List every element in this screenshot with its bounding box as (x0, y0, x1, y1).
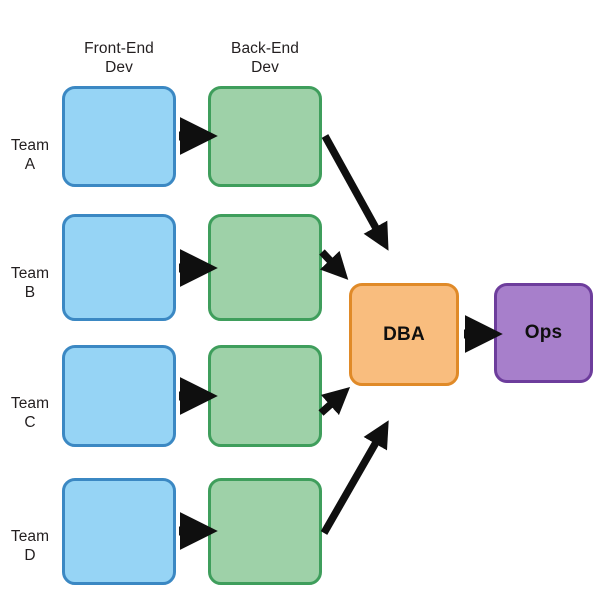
node-frontend-c[interactable] (62, 345, 176, 447)
node-backend-d[interactable] (208, 478, 322, 585)
node-frontend-b[interactable] (62, 214, 176, 321)
node-ops[interactable]: Ops (494, 283, 593, 383)
column-header-label: Back-End Dev (231, 40, 299, 76)
row-label-team-c: Team C (2, 375, 58, 432)
arrow-backend-a-to-dba (321, 134, 389, 251)
node-frontend-a[interactable] (62, 86, 176, 187)
arrow-backend-d-to-dba (320, 420, 389, 535)
node-dba-label: DBA (383, 323, 425, 345)
row-label-team-a: Team A (2, 117, 58, 174)
node-backend-b[interactable] (208, 214, 322, 321)
node-backend-a[interactable] (208, 86, 322, 187)
column-header-back-end-dev: Back-End Dev (208, 20, 322, 77)
node-frontend-d[interactable] (62, 478, 176, 585)
row-label-text: Team C (10, 395, 50, 431)
arrow-backend-b-to-dba (319, 249, 349, 280)
row-label-text: Team D (10, 528, 50, 564)
arrow-backend-c-to-dba (318, 386, 351, 416)
node-backend-c[interactable] (208, 345, 322, 447)
row-label-team-b: Team B (2, 245, 58, 302)
node-dba[interactable]: DBA (349, 283, 459, 386)
column-header-front-end-dev: Front-End Dev (62, 20, 176, 77)
node-ops-label: Ops (524, 322, 563, 343)
row-label-text: Team B (10, 265, 50, 301)
row-label-text: Team A (10, 137, 50, 173)
column-header-label: Front-End Dev (84, 40, 154, 76)
row-label-team-d: Team D (2, 508, 58, 565)
